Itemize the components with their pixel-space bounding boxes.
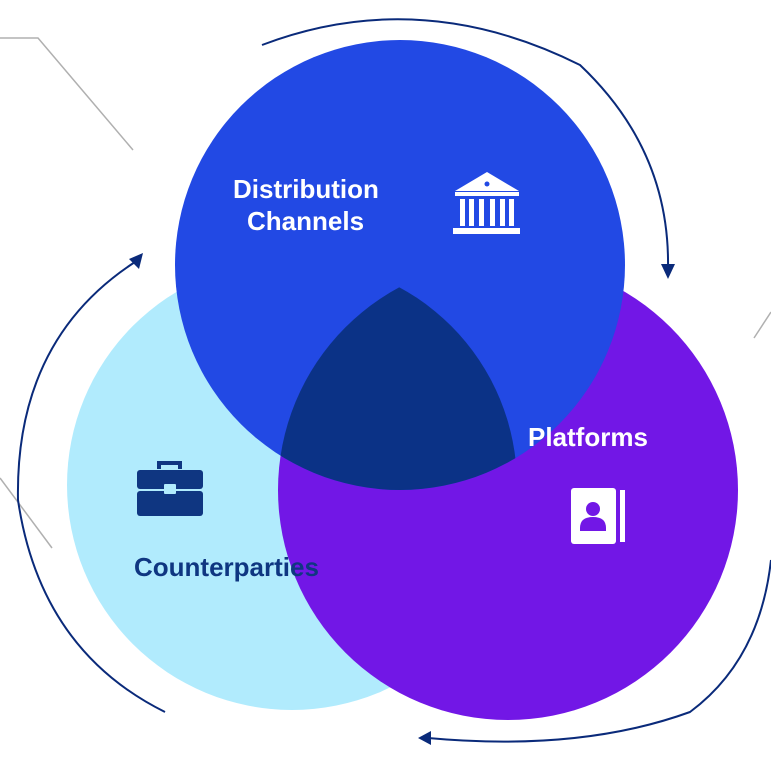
- bank-icon: [453, 172, 520, 234]
- arrowhead-bottom: [418, 731, 431, 745]
- contact-book-icon: [571, 488, 625, 544]
- platforms-label: Platforms: [528, 422, 648, 452]
- briefcase-icon: [137, 461, 203, 516]
- arrowhead-top: [661, 264, 675, 279]
- leader-line-left: [0, 477, 53, 549]
- distribution-channels-label-line1: Distribution: [233, 174, 379, 204]
- counterparties-label: Counterparties: [134, 552, 319, 582]
- arrowhead-left: [129, 253, 143, 269]
- cycle-arrow-right: [427, 559, 771, 743]
- distribution-channels-label: Distribution Channels: [233, 173, 379, 237]
- distribution-channels-label-line2: Channels: [247, 206, 365, 236]
- distribution-channels-circle: [175, 40, 625, 490]
- cycle-arrow-left: [16, 261, 166, 713]
- leader-line-right: [753, 311, 771, 339]
- leader-line-top-left: [0, 37, 134, 151]
- cycle-arrow-top: [261, 18, 670, 269]
